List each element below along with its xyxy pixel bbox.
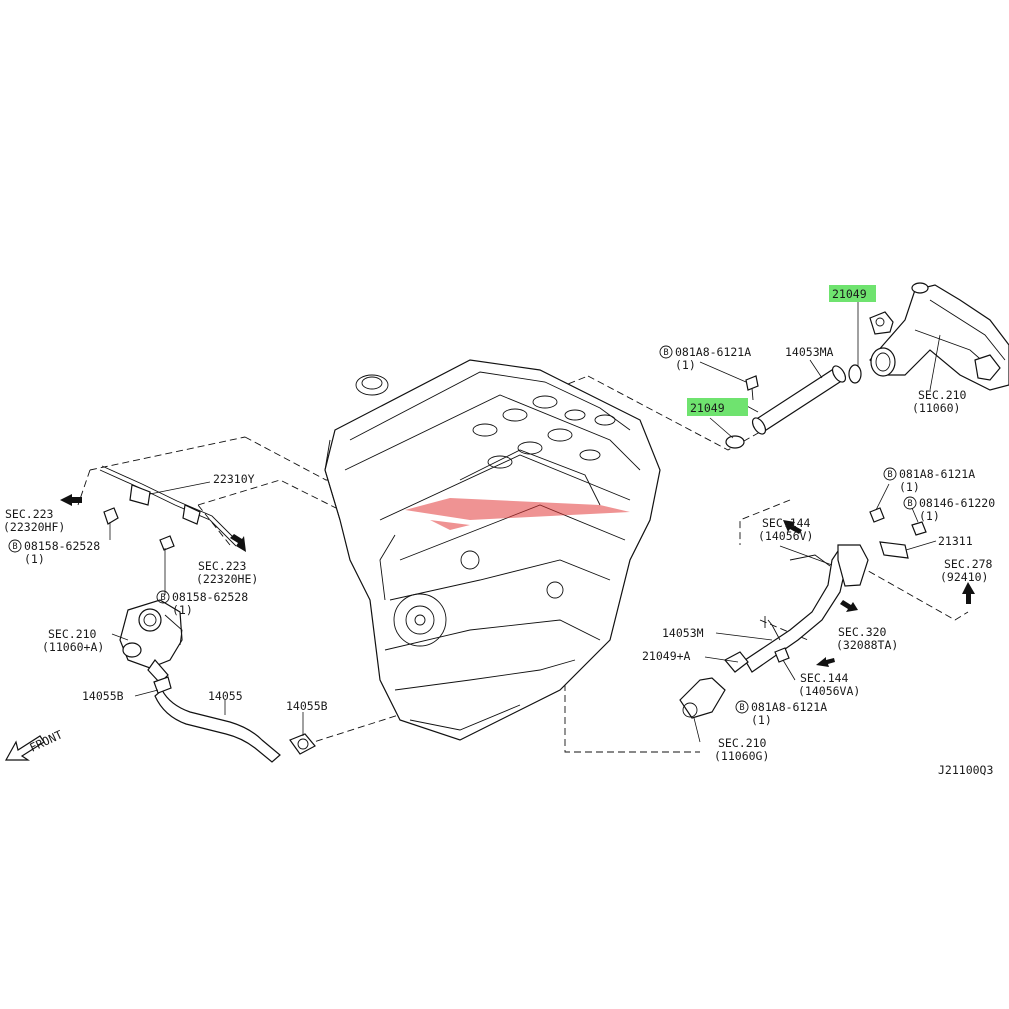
o-ring-21049-upper <box>725 364 862 449</box>
label-sec223-left-sub: (22320HF) <box>3 520 65 534</box>
label-081A8-top-qty: (1) <box>675 358 696 372</box>
label-081A8-right-qty: (1) <box>899 480 920 494</box>
water-pipe-14053M <box>744 544 869 673</box>
engine-block <box>324 359 661 741</box>
label-sec278: SEC.278 <box>944 557 993 571</box>
arrow-icon <box>840 600 858 612</box>
label-22310Y: 22310Y <box>213 472 255 486</box>
part-labels: 21049 21049 14053MA 081A8-6121A (1) SEC.… <box>3 287 995 777</box>
label-08158-a-qty: (1) <box>24 552 45 566</box>
label-front: FRONT <box>27 727 64 754</box>
harness-22310Y <box>99 465 239 551</box>
label-sec223-mid: SEC.223 <box>198 559 247 573</box>
water-pipe-14053MA <box>751 365 847 435</box>
label-sec278-sub: (92410) <box>940 570 988 584</box>
arrow-icon <box>962 582 975 604</box>
leader-lines <box>109 300 941 743</box>
label-sec144-bot: SEC.144 <box>800 671 849 685</box>
label-sec210-right: SEC.210 <box>918 388 967 402</box>
label-08146-qty: (1) <box>919 509 940 523</box>
arrow-icon <box>60 494 82 506</box>
sensor-11060G <box>679 647 790 719</box>
label-14055B-right: 14055B <box>286 699 328 713</box>
arrow-icon <box>230 534 246 552</box>
label-sec144-top: SEC.144 <box>762 516 811 530</box>
label-21311: 21311 <box>938 534 973 548</box>
label-sec210-bot-sub: (11060G) <box>714 749 769 763</box>
label-081A8-top: 081A8-6121A <box>675 345 751 359</box>
label-14055: 14055 <box>208 689 243 703</box>
label-08158-b: 08158-62528 <box>172 590 248 604</box>
bolt-marker: B <box>907 499 912 509</box>
label-sec223-mid-sub: (22320HE) <box>196 572 258 586</box>
label-14055B-left: 14055B <box>82 689 124 703</box>
label-sec320: SEC.320 <box>838 625 887 639</box>
bolt-markers <box>8 345 917 714</box>
label-sec210-right-sub: (11060) <box>912 401 960 415</box>
label-081A8-bot: 081A8-6121A <box>751 700 827 714</box>
bolt-marker: B <box>160 593 165 603</box>
arrow-icon <box>816 657 835 667</box>
bolt-081A8-upper <box>745 375 759 401</box>
label-14053MA: 14053MA <box>785 345 834 359</box>
diagram-code: J21100Q3 <box>938 763 993 777</box>
thermostat-housing-11060A <box>119 599 183 684</box>
bolt-marker: B <box>12 542 17 552</box>
label-sec144-bot-sub: (14056VA) <box>798 684 860 698</box>
direction-arrows <box>60 494 975 667</box>
label-08158-a: 08158-62528 <box>24 539 100 553</box>
label-08158-b-qty: (1) <box>172 603 193 617</box>
label-sec210-left-sub: (11060+A) <box>42 640 104 654</box>
bolt-marker: B <box>663 348 668 358</box>
label-08146: 08146-61220 <box>919 496 995 510</box>
label-sec210-left: SEC.210 <box>48 627 97 641</box>
label-sec144-top-sub: (14056V) <box>758 529 813 543</box>
bracket-21311 <box>869 507 927 559</box>
front-arrow-icon <box>4 735 45 761</box>
bolt-marker: B <box>887 470 892 480</box>
label-081A8-bot-qty: (1) <box>751 713 772 727</box>
label-21049-mid: 21049 <box>690 401 725 415</box>
label-sec320-sub: (32088TA) <box>836 638 898 652</box>
label-sec223-left: SEC.223 <box>5 507 54 521</box>
watermark-logo <box>405 498 630 530</box>
label-081A8-right: 081A8-6121A <box>899 467 975 481</box>
highlight-21049-top <box>829 285 876 302</box>
bolt-marker: B <box>739 703 744 713</box>
hose-14055 <box>153 676 316 763</box>
label-14053M: 14053M <box>662 626 704 640</box>
label-21049A: 21049+A <box>642 649 691 663</box>
label-21049-top: 21049 <box>832 287 867 301</box>
arrow-icon <box>783 520 802 534</box>
highlight-21049-mid <box>687 398 748 416</box>
label-sec210-bot: SEC.210 <box>718 736 767 750</box>
